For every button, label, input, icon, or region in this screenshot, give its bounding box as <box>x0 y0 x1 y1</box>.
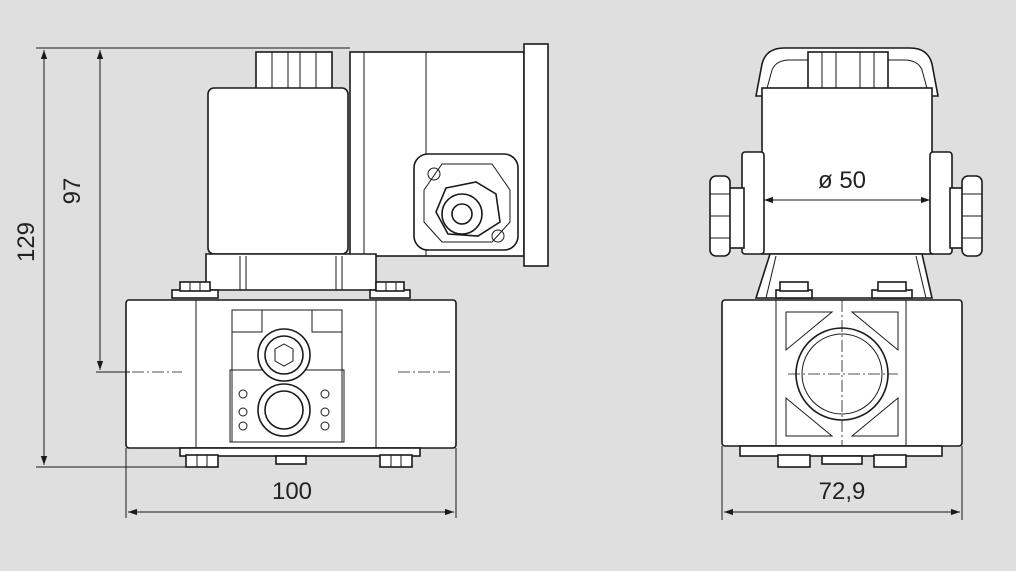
dimension-width-front: 72,9 <box>819 478 866 505</box>
dimension-height-axis: 97 <box>59 178 86 205</box>
solenoid-coil-front <box>761 87 933 255</box>
side-view <box>125 43 549 468</box>
electrical-connector <box>413 153 519 251</box>
dimension-width-side: 100 <box>272 478 312 505</box>
bottom-screws <box>179 447 421 468</box>
mounting-flange <box>523 43 549 267</box>
top-screws <box>171 281 411 299</box>
dimension-height-total: 129 <box>13 222 40 262</box>
side-dimensions: 129 97 100 <box>13 47 457 518</box>
front-dimensions: ø 50 72,9 <box>721 167 963 520</box>
valve-body <box>125 299 457 449</box>
front-view <box>709 47 983 468</box>
solenoid-coil <box>207 87 349 255</box>
dimension-coil-diameter: ø 50 <box>818 167 866 194</box>
side-nuts <box>709 175 983 257</box>
coil-nut <box>255 51 333 91</box>
